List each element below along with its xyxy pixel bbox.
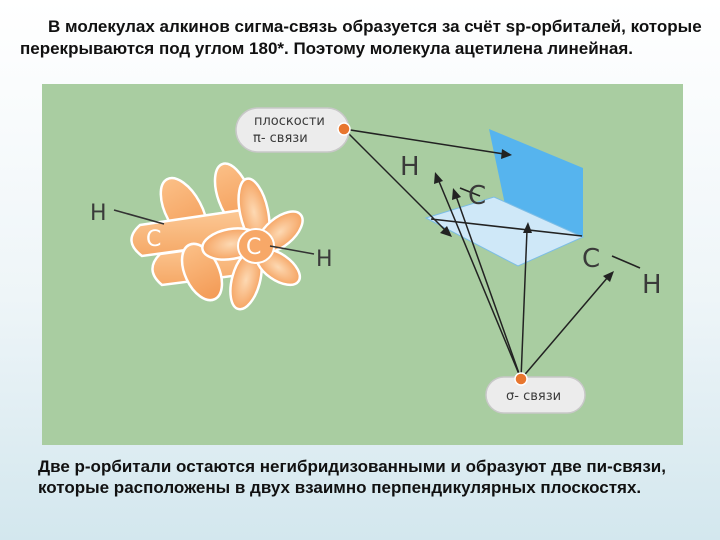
hydrogen-label-bottom: H (642, 270, 662, 300)
planes-model: H C C H (343, 128, 662, 380)
orbital-model: H C C H (90, 162, 333, 311)
carbon-label-center: C (246, 235, 261, 260)
sigma-callout-box (485, 376, 586, 414)
bond-line (269, 245, 315, 255)
sigma-anchor-dot (514, 372, 528, 386)
bond-line (113, 209, 165, 225)
hydrogen-label-top: H (400, 152, 420, 182)
sigma-callout: σ- связи (485, 372, 586, 414)
pi-callout-line1: плоскости (254, 114, 325, 129)
hydrogen-label-left: H (90, 201, 107, 226)
hydrogen-label-right: H (316, 247, 333, 272)
acetylene-figure: H C C H (42, 84, 683, 445)
sigma-arrow (455, 195, 522, 380)
sigma-arrow (437, 178, 522, 380)
pi-callout-line2: π- связи (253, 131, 308, 146)
sigma-arrow (520, 229, 528, 380)
bond-line (611, 255, 641, 269)
pi-arrow-vertical (343, 128, 505, 155)
sigma-callout-label: σ- связи (506, 389, 561, 404)
summary-paragraph: Две р-орбитали остаются негибридизованны… (38, 457, 666, 497)
sigma-arrow (520, 276, 609, 380)
intro-paragraph: В молекулах алкинов сигма-связь образует… (20, 17, 702, 58)
bond-line (459, 187, 481, 197)
pi-anchor-dot (337, 122, 351, 136)
pi-arrow-horizontal (343, 128, 448, 233)
pi-planes-callout: плоскости π- связи (235, 107, 351, 153)
carbon-label-top: C (468, 181, 486, 211)
acetylene-diagram: H C C H (90, 107, 662, 414)
carbon-label-left: C (146, 227, 161, 252)
carbon-label-bottom: C (582, 244, 600, 274)
